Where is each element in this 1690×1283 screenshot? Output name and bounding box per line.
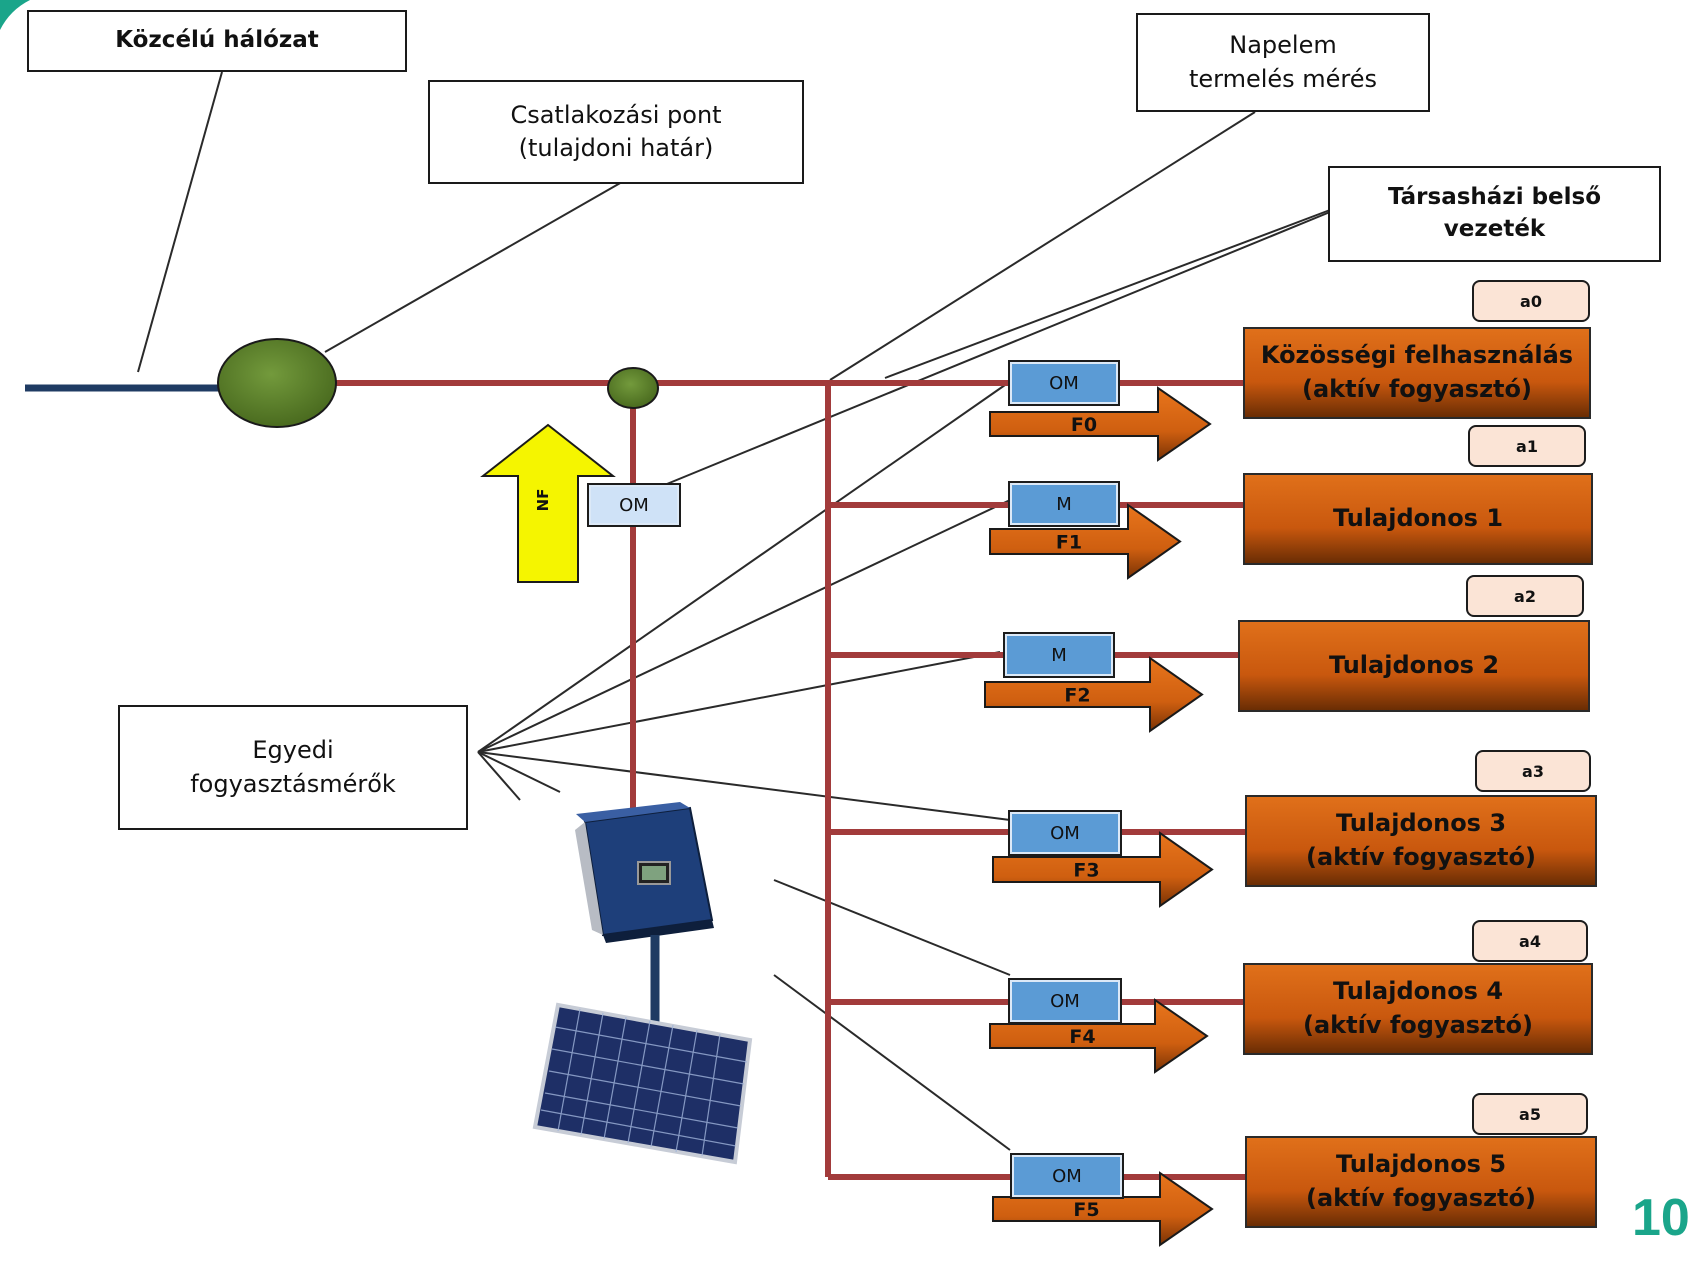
individual-meters-line1: Egyedi — [252, 736, 334, 765]
consumer-box: Közösségi felhasználás (aktív fogyasztó) — [1243, 327, 1591, 419]
flow-arrow — [989, 386, 1212, 462]
flow-label: F5 — [1073, 1199, 1099, 1221]
consumer-box: Tulajdonos 4 (aktív fogyasztó) — [1243, 963, 1593, 1055]
consumer-name: Tulajdonos 1 — [1332, 504, 1504, 533]
consumer-box: Tulajdonos 5 (aktív fogyasztó) — [1245, 1136, 1597, 1228]
consumer-box: Tulajdonos 1 — [1243, 473, 1593, 565]
flow-label: F2 — [1064, 685, 1090, 707]
connection-point-callout: Csatlakozási pont (tulajdoni határ) — [428, 80, 804, 184]
branch-meter: OM — [1010, 1153, 1124, 1199]
branch-tag: a3 — [1475, 750, 1591, 792]
consumer-subtitle: (aktív fogyasztó) — [1302, 375, 1532, 403]
consumer-name: Tulajdonos 4 — [1332, 977, 1504, 1006]
pv-measurement-line1: Napelem — [1229, 31, 1337, 60]
branch-tag: a0 — [1472, 280, 1590, 322]
branch-meter: OM — [1008, 360, 1120, 406]
connection-point-node — [217, 338, 337, 428]
pv-junction-node — [607, 367, 659, 409]
consumer-name: Tulajdonos 2 — [1328, 651, 1500, 680]
pv-meter-label: OM — [619, 494, 649, 516]
page-number: 10 — [1632, 1189, 1690, 1247]
nf-label: NF — [534, 489, 552, 512]
corner-decoration — [0, 0, 30, 30]
consumer-box: Tulajdonos 2 — [1238, 620, 1590, 712]
grid-callout: Közcélú hálózat — [27, 10, 407, 72]
callout-lines — [137, 71, 1331, 1151]
branch-tag: a2 — [1466, 575, 1584, 617]
flow-arrow — [992, 1171, 1214, 1247]
inverter-icon — [575, 802, 714, 943]
flow-label: F3 — [1073, 860, 1099, 882]
consumer-name: Tulajdonos 3 — [1335, 809, 1507, 838]
branch-tag: a1 — [1468, 425, 1586, 467]
individual-meters-callout: Egyedi fogyasztásmérők — [118, 705, 468, 830]
branch-tag: a5 — [1472, 1093, 1588, 1135]
branch-tag: a4 — [1472, 920, 1588, 962]
consumer-subtitle: (aktív fogyasztó) — [1303, 1011, 1533, 1039]
consumer-name: Közösségi felhasználás — [1260, 341, 1574, 370]
internal-wiring — [335, 380, 1250, 1180]
branch-meter: M — [1008, 481, 1120, 527]
consumer-box: Tulajdonos 3 (aktív fogyasztó) — [1245, 795, 1597, 887]
solar-panel-icon — [532, 1002, 753, 1165]
branch-meter: M — [1003, 632, 1115, 678]
flow-arrow — [989, 503, 1182, 580]
pv-measurement-callout: Napelem termelés mérés — [1136, 13, 1430, 112]
internal-wiring-line2: vezeték — [1443, 216, 1546, 242]
flow-label: F0 — [1071, 414, 1097, 436]
connection-point-line2: (tulajdoni határ) — [518, 134, 714, 162]
individual-meters-line2: fogyasztásmérők — [190, 769, 396, 798]
grid-callout-text: Közcélú hálózat — [115, 27, 319, 54]
branch-meter: OM — [1008, 810, 1122, 856]
flow-label: F4 — [1069, 1026, 1095, 1048]
branch-meter: OM — [1008, 978, 1122, 1024]
flow-label: F1 — [1056, 532, 1082, 554]
consumer-subtitle: (aktív fogyasztó) — [1306, 843, 1536, 871]
pv-meter: OM — [587, 483, 681, 527]
flow-arrow — [989, 998, 1209, 1074]
flow-arrow — [984, 656, 1204, 733]
internal-wiring-line1: Társasházi belső — [1387, 184, 1602, 211]
nf-arrow — [480, 423, 616, 583]
connection-point-line1: Csatlakozási pont — [510, 100, 722, 129]
consumer-name: Tulajdonos 5 — [1335, 1150, 1507, 1179]
consumer-subtitle: (aktív fogyasztó) — [1306, 1184, 1536, 1212]
pv-measurement-line2: termelés mérés — [1188, 64, 1378, 93]
internal-wiring-callout: Társasházi belső vezeték — [1328, 166, 1661, 262]
flow-arrow — [992, 831, 1214, 908]
